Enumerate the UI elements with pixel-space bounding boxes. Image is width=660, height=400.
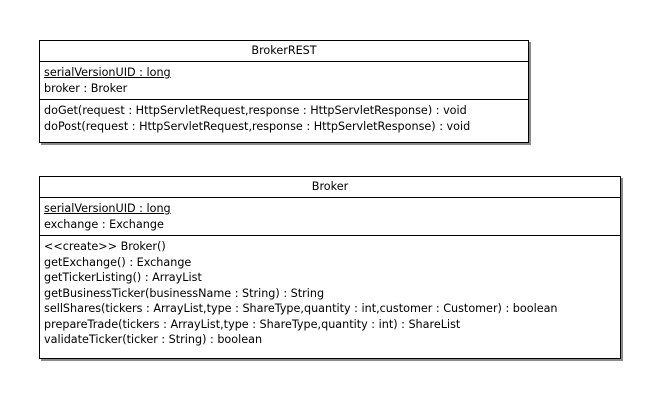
- attribute-serialversionuid: serialVersionUID : long: [44, 66, 171, 79]
- operations-compartment: doGet(request : HttpServletRequest,respo…: [40, 100, 528, 137]
- operation-gettickerlisting: getTickerListing() : ArrayList: [44, 271, 202, 284]
- operation-constructor: <<create>> Broker(): [44, 240, 166, 253]
- class-brokerrest[interactable]: BrokerREST serialVersionUID : long broke…: [39, 40, 529, 143]
- operation-dopost: doPost(request : HttpServletRequest,resp…: [44, 119, 471, 133]
- attribute-broker: broker : Broker: [44, 81, 128, 95]
- attribute-exchange: exchange : Exchange: [44, 217, 164, 231]
- operations-compartment: <<create>> Broker() getExchange() : Exch…: [40, 236, 620, 351]
- class-name: Broker: [40, 177, 620, 198]
- operation-sellshares: sellShares(tickers : ArrayList,type : Sh…: [44, 302, 558, 315]
- operation-validateticker: validateTicker(ticker : String) : boolea…: [44, 333, 263, 346]
- operation-doget: doGet(request : HttpServletRequest,respo…: [44, 104, 467, 117]
- class-broker[interactable]: Broker serialVersionUID : long exchange …: [39, 176, 621, 359]
- class-name: BrokerREST: [40, 41, 528, 62]
- operation-preparetrade: prepareTrade(tickers : ArrayList,type : …: [44, 317, 461, 331]
- attributes-compartment: serialVersionUID : long broker : Broker: [40, 62, 528, 100]
- operation-getexchange: getExchange() : Exchange: [44, 255, 192, 269]
- attribute-serialversionuid: serialVersionUID : long: [44, 202, 171, 215]
- attributes-compartment: serialVersionUID : long exchange : Excha…: [40, 198, 620, 236]
- operation-getbusinessticker: getBusinessTicker(businessName : String)…: [44, 286, 325, 300]
